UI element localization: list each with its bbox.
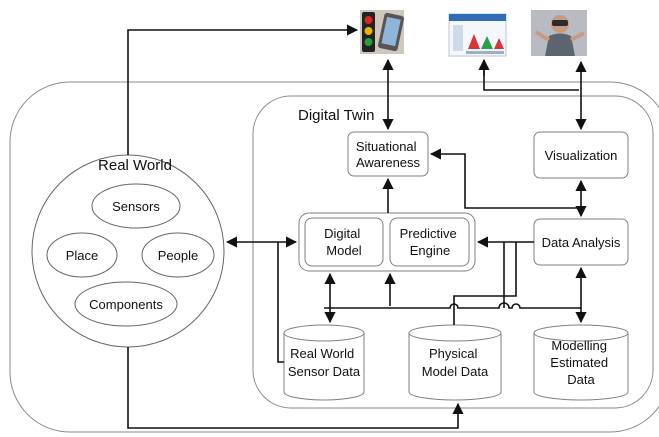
digital-twin-label: Digital Twin (298, 107, 374, 124)
outer-container (9, 81, 659, 433)
connectors (127, 24, 587, 429)
people-ellipse (141, 232, 215, 278)
place-ellipse (46, 232, 118, 278)
predictive-engine-box (389, 217, 470, 267)
sensors-ellipse (91, 183, 181, 229)
sensors-label: Sensors (112, 199, 160, 214)
traffic-light-phone-image (360, 10, 404, 54)
physical-model-data-db (408, 324, 502, 401)
vr-headset-image (531, 10, 587, 56)
components-label: Components (89, 297, 163, 312)
components-ellipse (74, 281, 178, 327)
physical-model-data-label: Physical Model Data (422, 346, 489, 379)
situational-awareness-box (347, 131, 429, 177)
modelling-estimated-data-db (533, 324, 629, 401)
data-analysis-label: Data Analysis (542, 235, 621, 250)
digital-model-box (304, 217, 384, 267)
visualization-label: Visualization (545, 148, 618, 163)
predictive-engine-label: Predictive Engine (400, 226, 461, 258)
real-world-sensor-data-db (283, 324, 365, 401)
visualization-box (533, 131, 629, 179)
real-world-sensor-data-label: Real World Sensor Data (288, 346, 361, 379)
dashboard-image (448, 13, 507, 57)
place-label: Place (66, 248, 99, 263)
people-label: People (158, 248, 198, 263)
real-world-label: Real World (98, 157, 172, 174)
situational-awareness-label: Situational Awareness (356, 139, 421, 170)
modelling-estimated-data-label: Modelling Estimated Data (550, 338, 611, 387)
digital-model-label: Digital Model (324, 226, 364, 258)
